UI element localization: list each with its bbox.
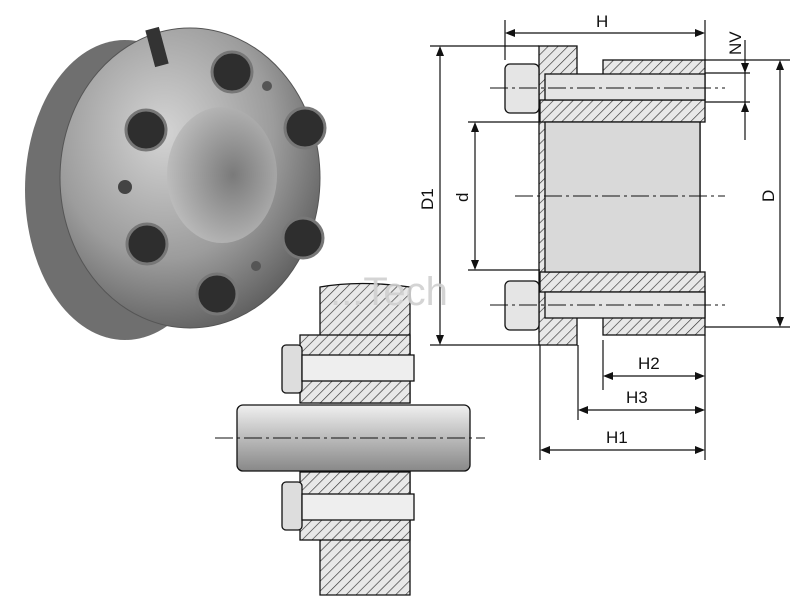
arrowheads: [436, 29, 784, 454]
bolt-icon: [283, 106, 327, 150]
bolt-icon: [195, 272, 239, 316]
bolt-icon: [125, 222, 169, 266]
product-photo: [25, 26, 327, 340]
dimension-labels: H NV D1 d D H2 H3 H1: [418, 12, 778, 447]
label-D1: D1: [418, 188, 437, 210]
bolt-icon: [210, 50, 254, 94]
label-H3: H3: [626, 388, 648, 407]
slit: [145, 26, 169, 68]
label-NV: NV: [726, 31, 745, 55]
bolt-icon: [281, 216, 325, 260]
section-drawing: [490, 45, 725, 346]
bolt-icon: [124, 108, 168, 152]
mounted-section-view: [215, 282, 485, 596]
label-H: H: [596, 12, 608, 31]
watermark: ...Tech: [330, 270, 448, 314]
label-D: D: [759, 190, 778, 202]
bore-hole: [167, 107, 277, 243]
bolt-heads: [124, 50, 327, 316]
label-H2: H2: [638, 354, 660, 373]
label-d: d: [453, 193, 472, 202]
dimension-lines: [430, 20, 790, 460]
label-H1: H1: [606, 428, 628, 447]
